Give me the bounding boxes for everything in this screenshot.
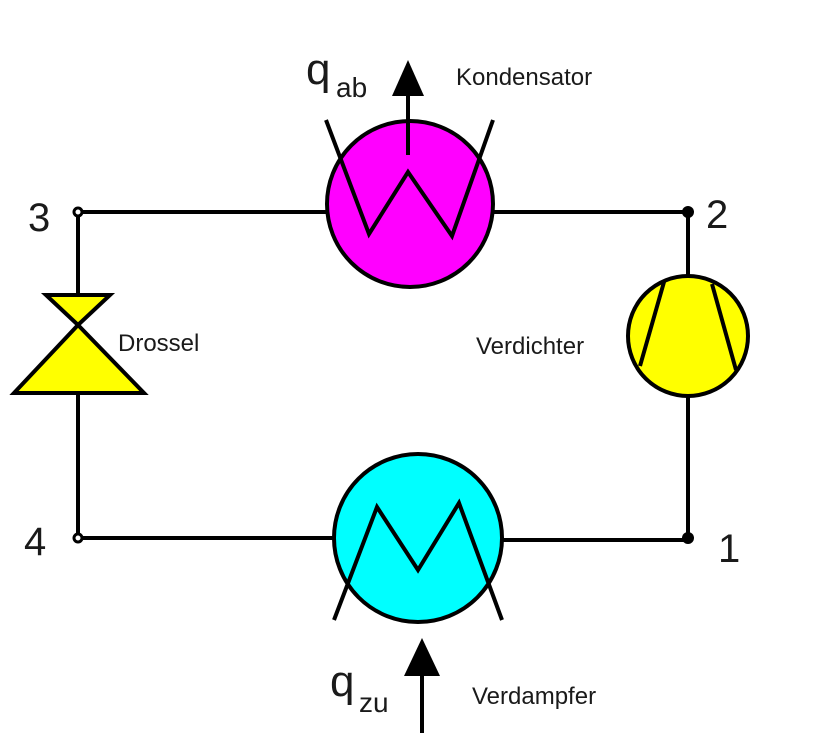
node-2-label: 2	[706, 193, 728, 237]
compressor-blade-right-icon	[710, 283, 738, 371]
pipes	[76, 210, 690, 542]
condenser-label: Kondensator	[456, 64, 592, 91]
throttle-lower-triangle-icon	[9, 322, 149, 395]
compressor-label: Verdichter	[476, 333, 584, 360]
condenser	[324, 60, 495, 289]
throttle-upper-triangle-icon	[40, 293, 116, 328]
heat-out-arrow-head-icon	[392, 60, 424, 96]
node-2-marker	[682, 206, 694, 218]
node-4-marker	[72, 532, 84, 544]
compressor	[626, 274, 750, 398]
evaporator-label: Verdampfer	[472, 683, 596, 710]
node-3-marker	[72, 206, 84, 218]
evaporator-body	[332, 452, 504, 624]
heat-out-symbol: q	[306, 45, 330, 94]
compressor-blade-left-icon	[638, 281, 666, 367]
evaporator	[332, 452, 504, 733]
condenser-coil-icon	[324, 119, 495, 241]
heat-in-label: q zu	[330, 657, 389, 718]
throttle-valve	[9, 293, 149, 395]
compressor-body	[626, 274, 750, 398]
heat-in-arrow-head-icon	[404, 638, 440, 676]
node-1-marker	[682, 532, 694, 544]
heat-in-subscript: zu	[359, 687, 389, 718]
heat-in-symbol: q	[330, 657, 354, 706]
node-3-label: 3	[28, 196, 50, 240]
evaporator-coil-icon	[332, 498, 504, 621]
throttle-label: Drossel	[118, 330, 199, 357]
heat-out-label: q ab	[306, 45, 367, 103]
node-1-label: 1	[718, 527, 740, 571]
node-4-label: 4	[24, 520, 46, 564]
heat-out-subscript: ab	[336, 72, 367, 103]
node-markers	[72, 206, 694, 544]
